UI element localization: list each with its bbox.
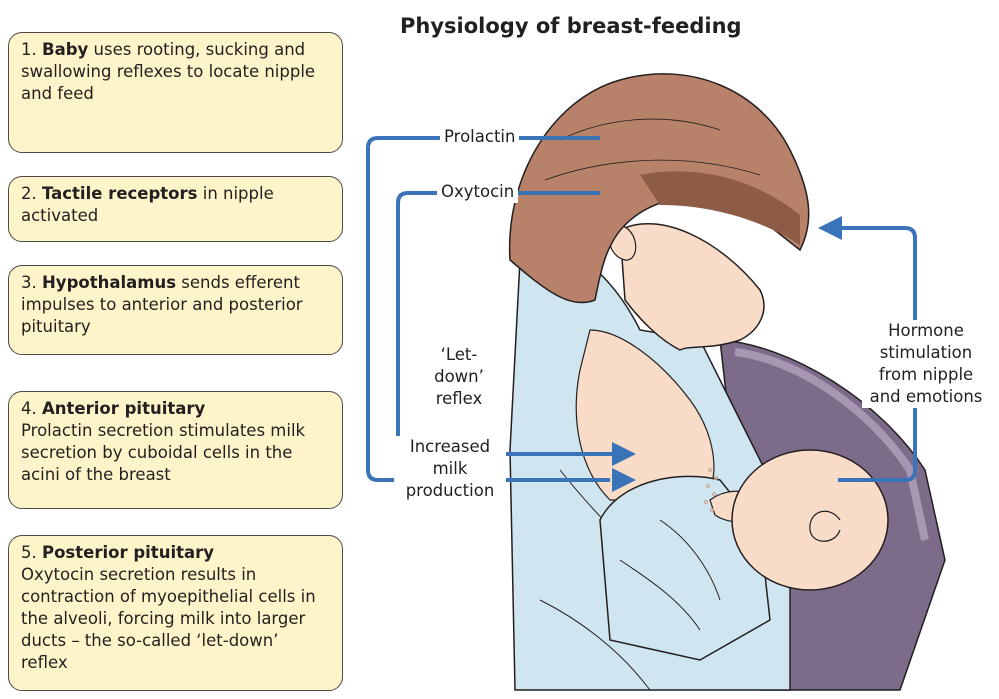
increased-milk-label: Increased milk production [394,436,506,502]
hormone-line-2: stimulation [862,342,990,364]
hormone-stimulation-label: Hormone stimulation from nipple and emot… [862,320,990,408]
baby-head [732,450,888,590]
prolactin-label: Prolactin [440,126,519,148]
increased-line-2: milk [394,458,506,480]
hormone-line-4: and emotions [862,386,990,408]
hormone-line-3: from nipple [862,364,990,386]
letdown-line-2: down’ [422,366,496,388]
stimulation-arrowhead [818,216,842,240]
hormone-line-1: Hormone [862,320,990,342]
oxytocin-label: Oxytocin [437,181,518,203]
letdown-reflex-label: ‘Let- down’ reflex [418,344,500,410]
letdown-line-3: reflex [422,388,496,410]
letdown-line-1: ‘Let- [422,344,496,366]
increased-line-3: production [394,480,506,502]
increased-line-1: Increased [394,436,506,458]
